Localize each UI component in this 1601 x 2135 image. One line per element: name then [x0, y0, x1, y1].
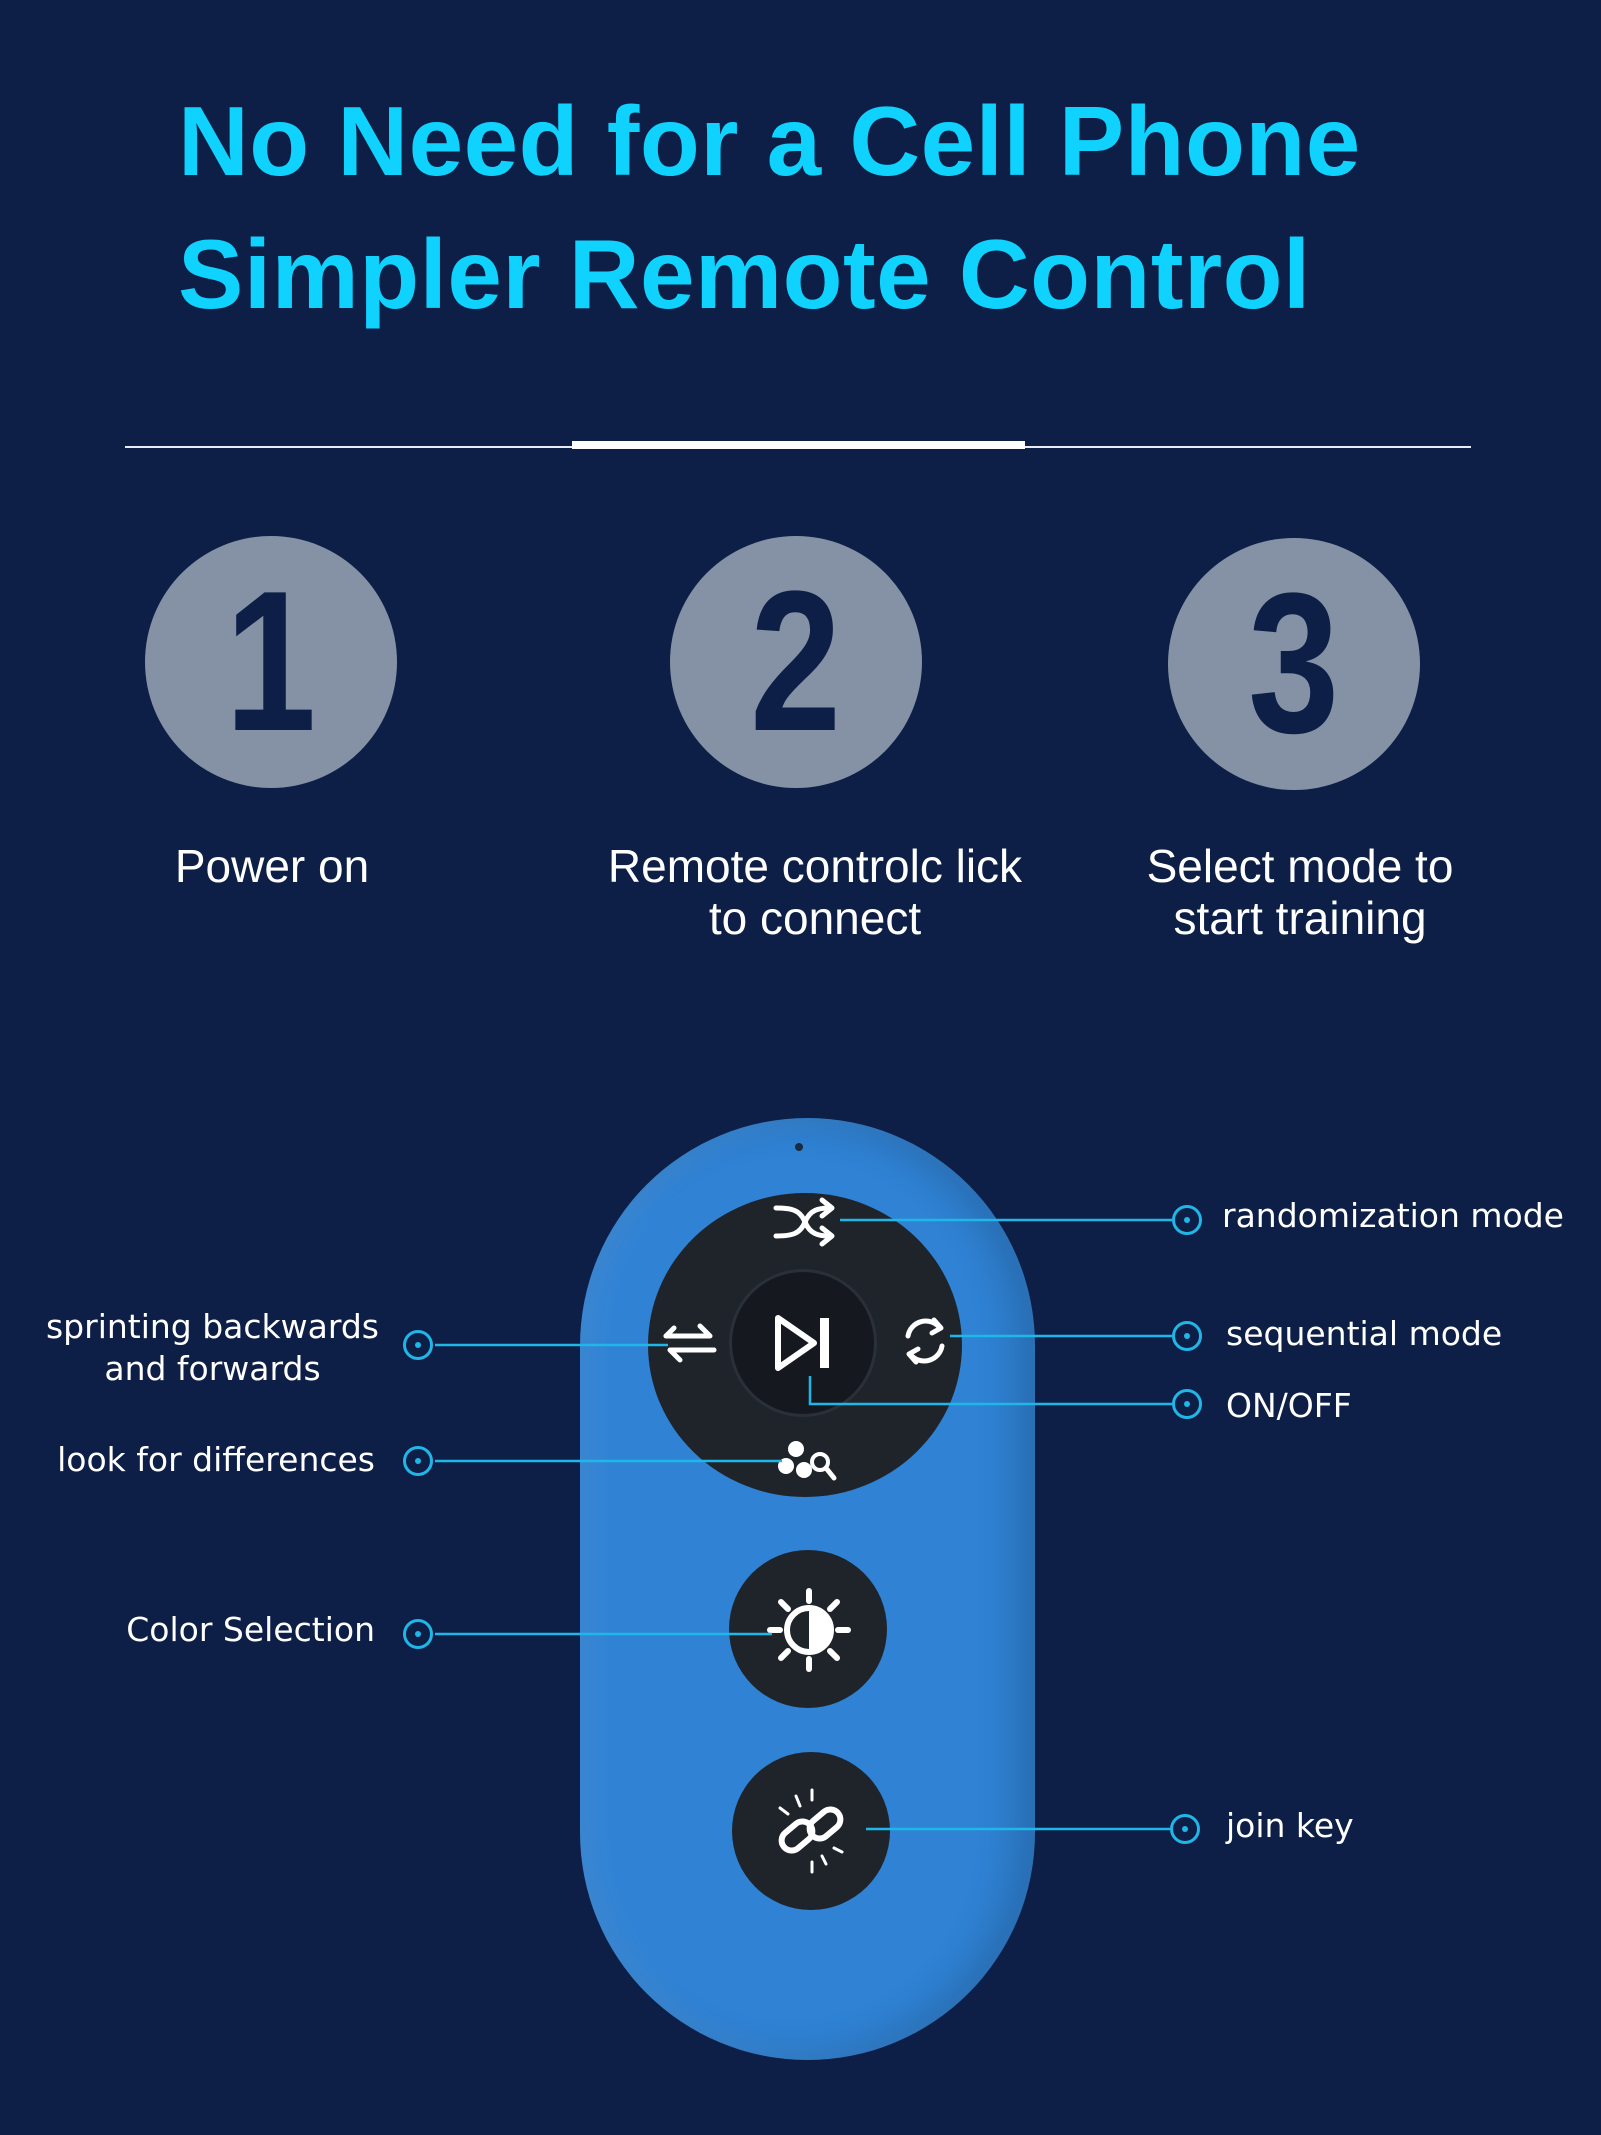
step-2-circle: 2	[670, 536, 922, 788]
differences-label: look for differences	[57, 1440, 375, 1479]
dots-search-icon[interactable]	[774, 1438, 840, 1488]
color-marker	[403, 1619, 433, 1649]
step-1-label: Power on	[174, 840, 370, 892]
headline-line-1: No Need for a Cell Phone	[178, 86, 1361, 196]
color-selection-button[interactable]	[729, 1550, 887, 1708]
swap-arrows-icon[interactable]	[658, 1318, 722, 1368]
refresh-icon[interactable]	[898, 1314, 952, 1368]
onoff-button[interactable]	[732, 1272, 874, 1414]
step-2-label: Remote controlc lick to connect	[607, 840, 1023, 944]
link-icon[interactable]	[766, 1786, 856, 1876]
randomization-mode-label: randomization mode	[1222, 1196, 1564, 1235]
randomization-marker	[1172, 1205, 1202, 1235]
sequential-mode-label: sequential mode	[1226, 1314, 1503, 1353]
play-pause-icon[interactable]	[774, 1314, 836, 1372]
step-3-label: Select mode to start training	[1146, 840, 1454, 944]
differences-marker	[403, 1446, 433, 1476]
onoff-label: ON/OFF	[1226, 1386, 1352, 1425]
step-3-circle: 3	[1168, 538, 1420, 790]
sprinting-label-line-2: and forwards	[104, 1349, 321, 1388]
sequential-marker	[1172, 1321, 1202, 1351]
join-key-label: join key	[1226, 1806, 1354, 1845]
step-1-circle: 1	[145, 536, 397, 788]
color-selection-label: Color Selection	[126, 1610, 375, 1649]
step-1-number: 1	[225, 550, 317, 773]
sprinting-label-line-1: sprinting backwards	[45, 1307, 379, 1346]
headline-line-2: Simpler Remote Control	[178, 219, 1311, 329]
shuffle-icon[interactable]	[770, 1196, 840, 1248]
indicator-light	[795, 1143, 803, 1151]
onoff-marker	[1172, 1389, 1202, 1419]
sprinting-marker	[403, 1330, 433, 1360]
join-marker	[1170, 1814, 1200, 1844]
brightness-icon[interactable]	[766, 1587, 852, 1673]
step-3-number: 3	[1248, 552, 1340, 775]
step-2-number: 2	[750, 550, 842, 773]
divider-accent	[572, 441, 1025, 449]
